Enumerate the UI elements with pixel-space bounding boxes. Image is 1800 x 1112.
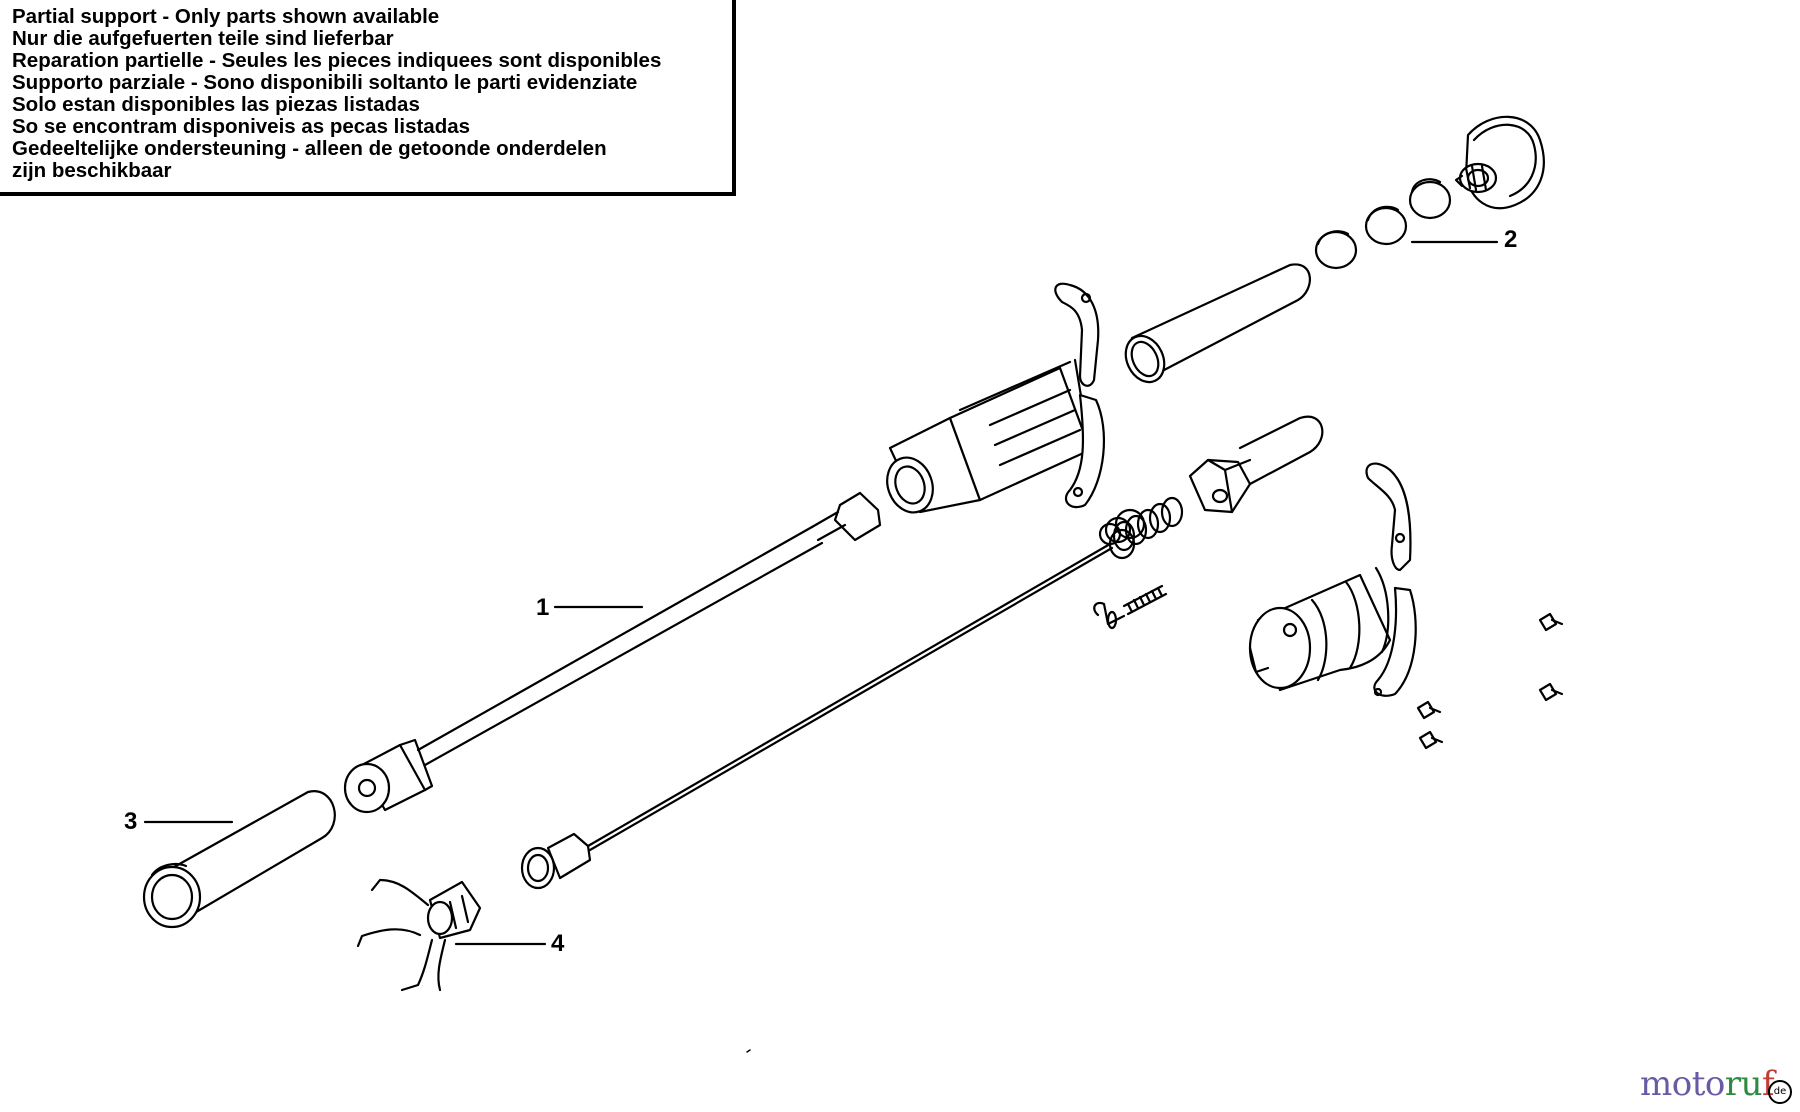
upper-handle-housing	[886, 282, 1106, 514]
callout-number-4: 4	[551, 930, 565, 957]
notice-line: zijn beschikbaar	[12, 159, 172, 182]
watermark-part-1: moto	[1640, 1064, 1725, 1104]
end-cap	[1454, 115, 1545, 210]
drive-shaft	[343, 491, 882, 814]
callout-number-1: 1	[536, 594, 550, 621]
notice-line: Partial support - Only parts shown avail…	[12, 5, 440, 28]
notice-line: Gedeeltelijke ondersteuning - alleen de …	[12, 137, 607, 160]
callout-number-2: 2	[1504, 226, 1518, 253]
inner-rod-assembly	[520, 415, 1324, 890]
lower-handle	[1248, 462, 1417, 697]
spacer-bushing-1	[1408, 178, 1452, 220]
spring-clip	[356, 878, 482, 992]
callout-number-3: 3	[124, 808, 138, 835]
notice-line: Reparation partielle - Seules les pieces…	[12, 49, 662, 72]
lower-grip-tube	[142, 790, 336, 929]
notice-line: So se encontram disponiveis as pecas lis…	[12, 115, 471, 138]
partial-support-notice: Partial support - Only parts shown avail…	[0, 0, 736, 196]
upper-tube	[1124, 263, 1311, 384]
notice-line: Solo estan disponibles las piezas listad…	[12, 93, 420, 116]
screw-1	[1538, 612, 1564, 632]
spacer-bushing-3	[1314, 230, 1358, 270]
small-spring	[1093, 584, 1168, 630]
notice-line: Supporto parziale - Sono disponibili sol…	[12, 71, 638, 94]
screw-2	[1538, 682, 1564, 702]
watermark-logo: motoruf	[1640, 1064, 1775, 1104]
notice-line: Nur die aufgefuerten teile sind lieferba…	[12, 27, 394, 50]
watermark-mark: de	[1768, 1080, 1792, 1104]
stray-mark	[746, 1049, 751, 1053]
screw-4	[1418, 730, 1444, 750]
screw-3	[1416, 700, 1442, 720]
spacer-bushing-2	[1364, 205, 1408, 246]
watermark-part-2: ru	[1724, 1064, 1763, 1104]
